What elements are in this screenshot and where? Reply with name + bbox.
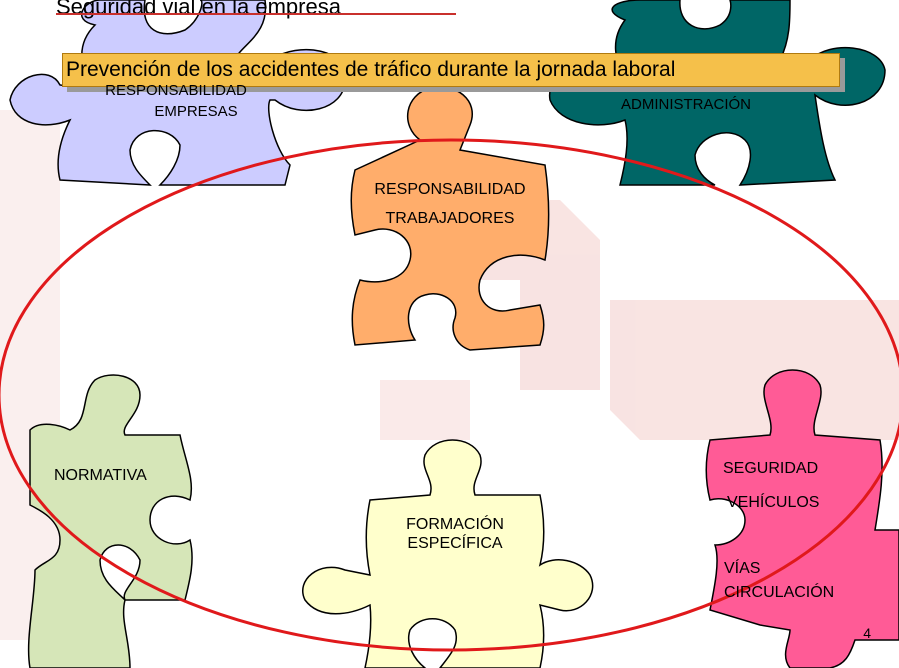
formacion-label-line2: ESPECÍFICA <box>407 535 503 552</box>
slide-title: Seguridad vial en la empresa <box>56 0 341 19</box>
empresas-label-line1: RESPONSABILIDAD <box>105 82 247 99</box>
puzzle-piece-seguridad <box>705 369 899 668</box>
normativa-label: NORMATIVA <box>54 467 147 484</box>
banner-box <box>62 53 840 87</box>
highlight-ellipse <box>0 138 899 652</box>
puzzle-piece-normativa <box>27 374 193 668</box>
banner-text: Prevención de los accidentes de tráfico … <box>66 58 676 81</box>
empresas-label-line2: EMPRESAS <box>154 103 238 120</box>
trabajadores-label-line1: RESPONSABILIDAD <box>374 181 526 198</box>
puzzle-piece-formacion <box>302 439 594 668</box>
seguridad-label-line4: CIRCULACIÓN <box>724 584 835 601</box>
formacion-label-line1: FORMACIÓN <box>406 516 504 533</box>
trabajadores-label-line2: TRABAJADORES <box>385 210 515 227</box>
puzzle-piece-trabajadores <box>350 86 550 351</box>
administracion-label: ADMINISTRACIÓN <box>621 96 752 113</box>
seguridad-label-line2: VEHÍCULOS <box>727 494 820 511</box>
title-underline <box>56 13 456 15</box>
seguridad-label-line3: VÍAS <box>724 560 761 577</box>
seguridad-label-line1: SEGURIDAD <box>723 460 819 477</box>
page-number: 4 <box>863 625 871 641</box>
puzzle-piece-administracion <box>549 0 886 186</box>
